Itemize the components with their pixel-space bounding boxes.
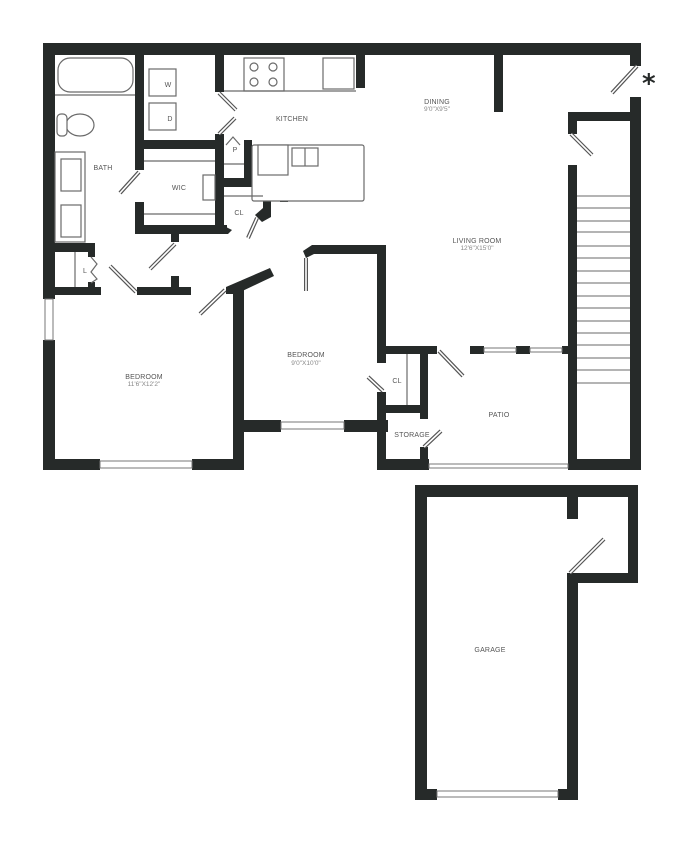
- dims-dining: 9'0"X9'5": [424, 106, 451, 113]
- dims-bedroom-2: 9'0"X10'0": [291, 360, 321, 367]
- bathtub: [57, 57, 134, 93]
- label-linen: L: [83, 268, 87, 275]
- label-pantry: P: [233, 147, 238, 154]
- label-kitchen: KITCHEN: [276, 116, 308, 123]
- label-dryer: D: [167, 116, 172, 123]
- label-washer: W: [165, 82, 172, 89]
- label-bedroom-1: BEDROOM: [125, 374, 163, 381]
- label-patio: PATIO: [489, 412, 510, 419]
- toilet: [65, 113, 95, 137]
- label-storage: STORAGE: [394, 432, 430, 439]
- label-closet-bedroom: CL: [392, 378, 401, 385]
- staircase: [577, 195, 630, 384]
- dims-bedroom-1: 11'6"X12'2": [128, 381, 161, 388]
- washer: [148, 68, 177, 97]
- fixtures: [54, 57, 408, 405]
- dishwasher: [257, 144, 289, 176]
- label-bath: BATH: [94, 165, 113, 172]
- doors: [90, 64, 639, 575]
- stove: [243, 57, 285, 92]
- label-dining: DINING: [424, 99, 450, 106]
- label-closet-hall: CL: [234, 210, 243, 217]
- walls: [43, 43, 641, 800]
- entry-marker: *: [642, 69, 656, 99]
- label-garage: GARAGE: [474, 647, 505, 654]
- dryer: [148, 102, 177, 131]
- room-labels: * BATH W D KITCHEN P WIC CL L DINING 9'0…: [83, 69, 656, 654]
- label-living-room: LIVING ROOM: [453, 238, 502, 245]
- label-bedroom-2: BEDROOM: [287, 352, 325, 359]
- label-wic: WIC: [172, 185, 186, 192]
- dims-living-room: 12'6"X15'0": [460, 245, 494, 252]
- refrigerator: [322, 57, 355, 90]
- windows: [44, 298, 569, 798]
